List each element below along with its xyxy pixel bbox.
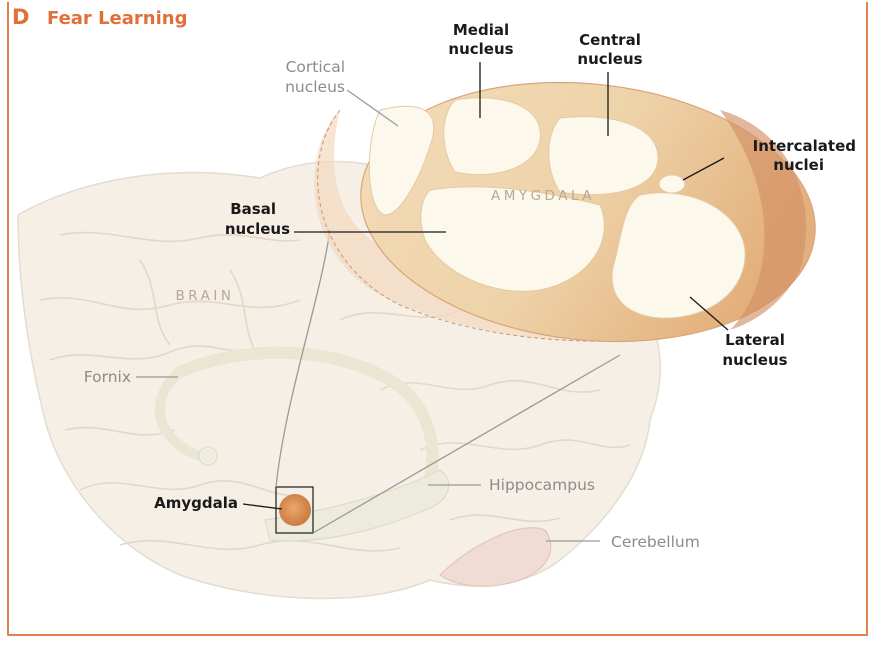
intercalated-label-1: Intercalated <box>753 137 856 155</box>
medial-label-1: Medial <box>453 21 509 39</box>
intercalated-label-2: nuclei <box>773 156 824 174</box>
hippocampus-label: Hippocampus <box>489 476 595 494</box>
cortical-label-2: nucleus <box>285 78 345 96</box>
cortical-label-1: Cortical <box>286 58 345 76</box>
lateral-label-1: Lateral <box>725 331 785 349</box>
amygdala-label: Amygdala <box>154 494 238 512</box>
fornix-label: Fornix <box>84 368 131 386</box>
central-label-1: Central <box>579 31 641 49</box>
medial-label-2: nucleus <box>448 40 513 58</box>
basal-label-1: Basal <box>230 200 276 218</box>
central-label-2: nucleus <box>577 50 642 68</box>
lateral-label-2: nucleus <box>722 351 787 369</box>
brain-region-label: BRAIN <box>176 288 235 304</box>
amygdala-region-label: AMYGDALA <box>491 188 595 204</box>
amygdala-small <box>279 494 311 526</box>
cerebellum-label: Cerebellum <box>611 533 700 551</box>
basal-label-2: nucleus <box>225 220 290 238</box>
